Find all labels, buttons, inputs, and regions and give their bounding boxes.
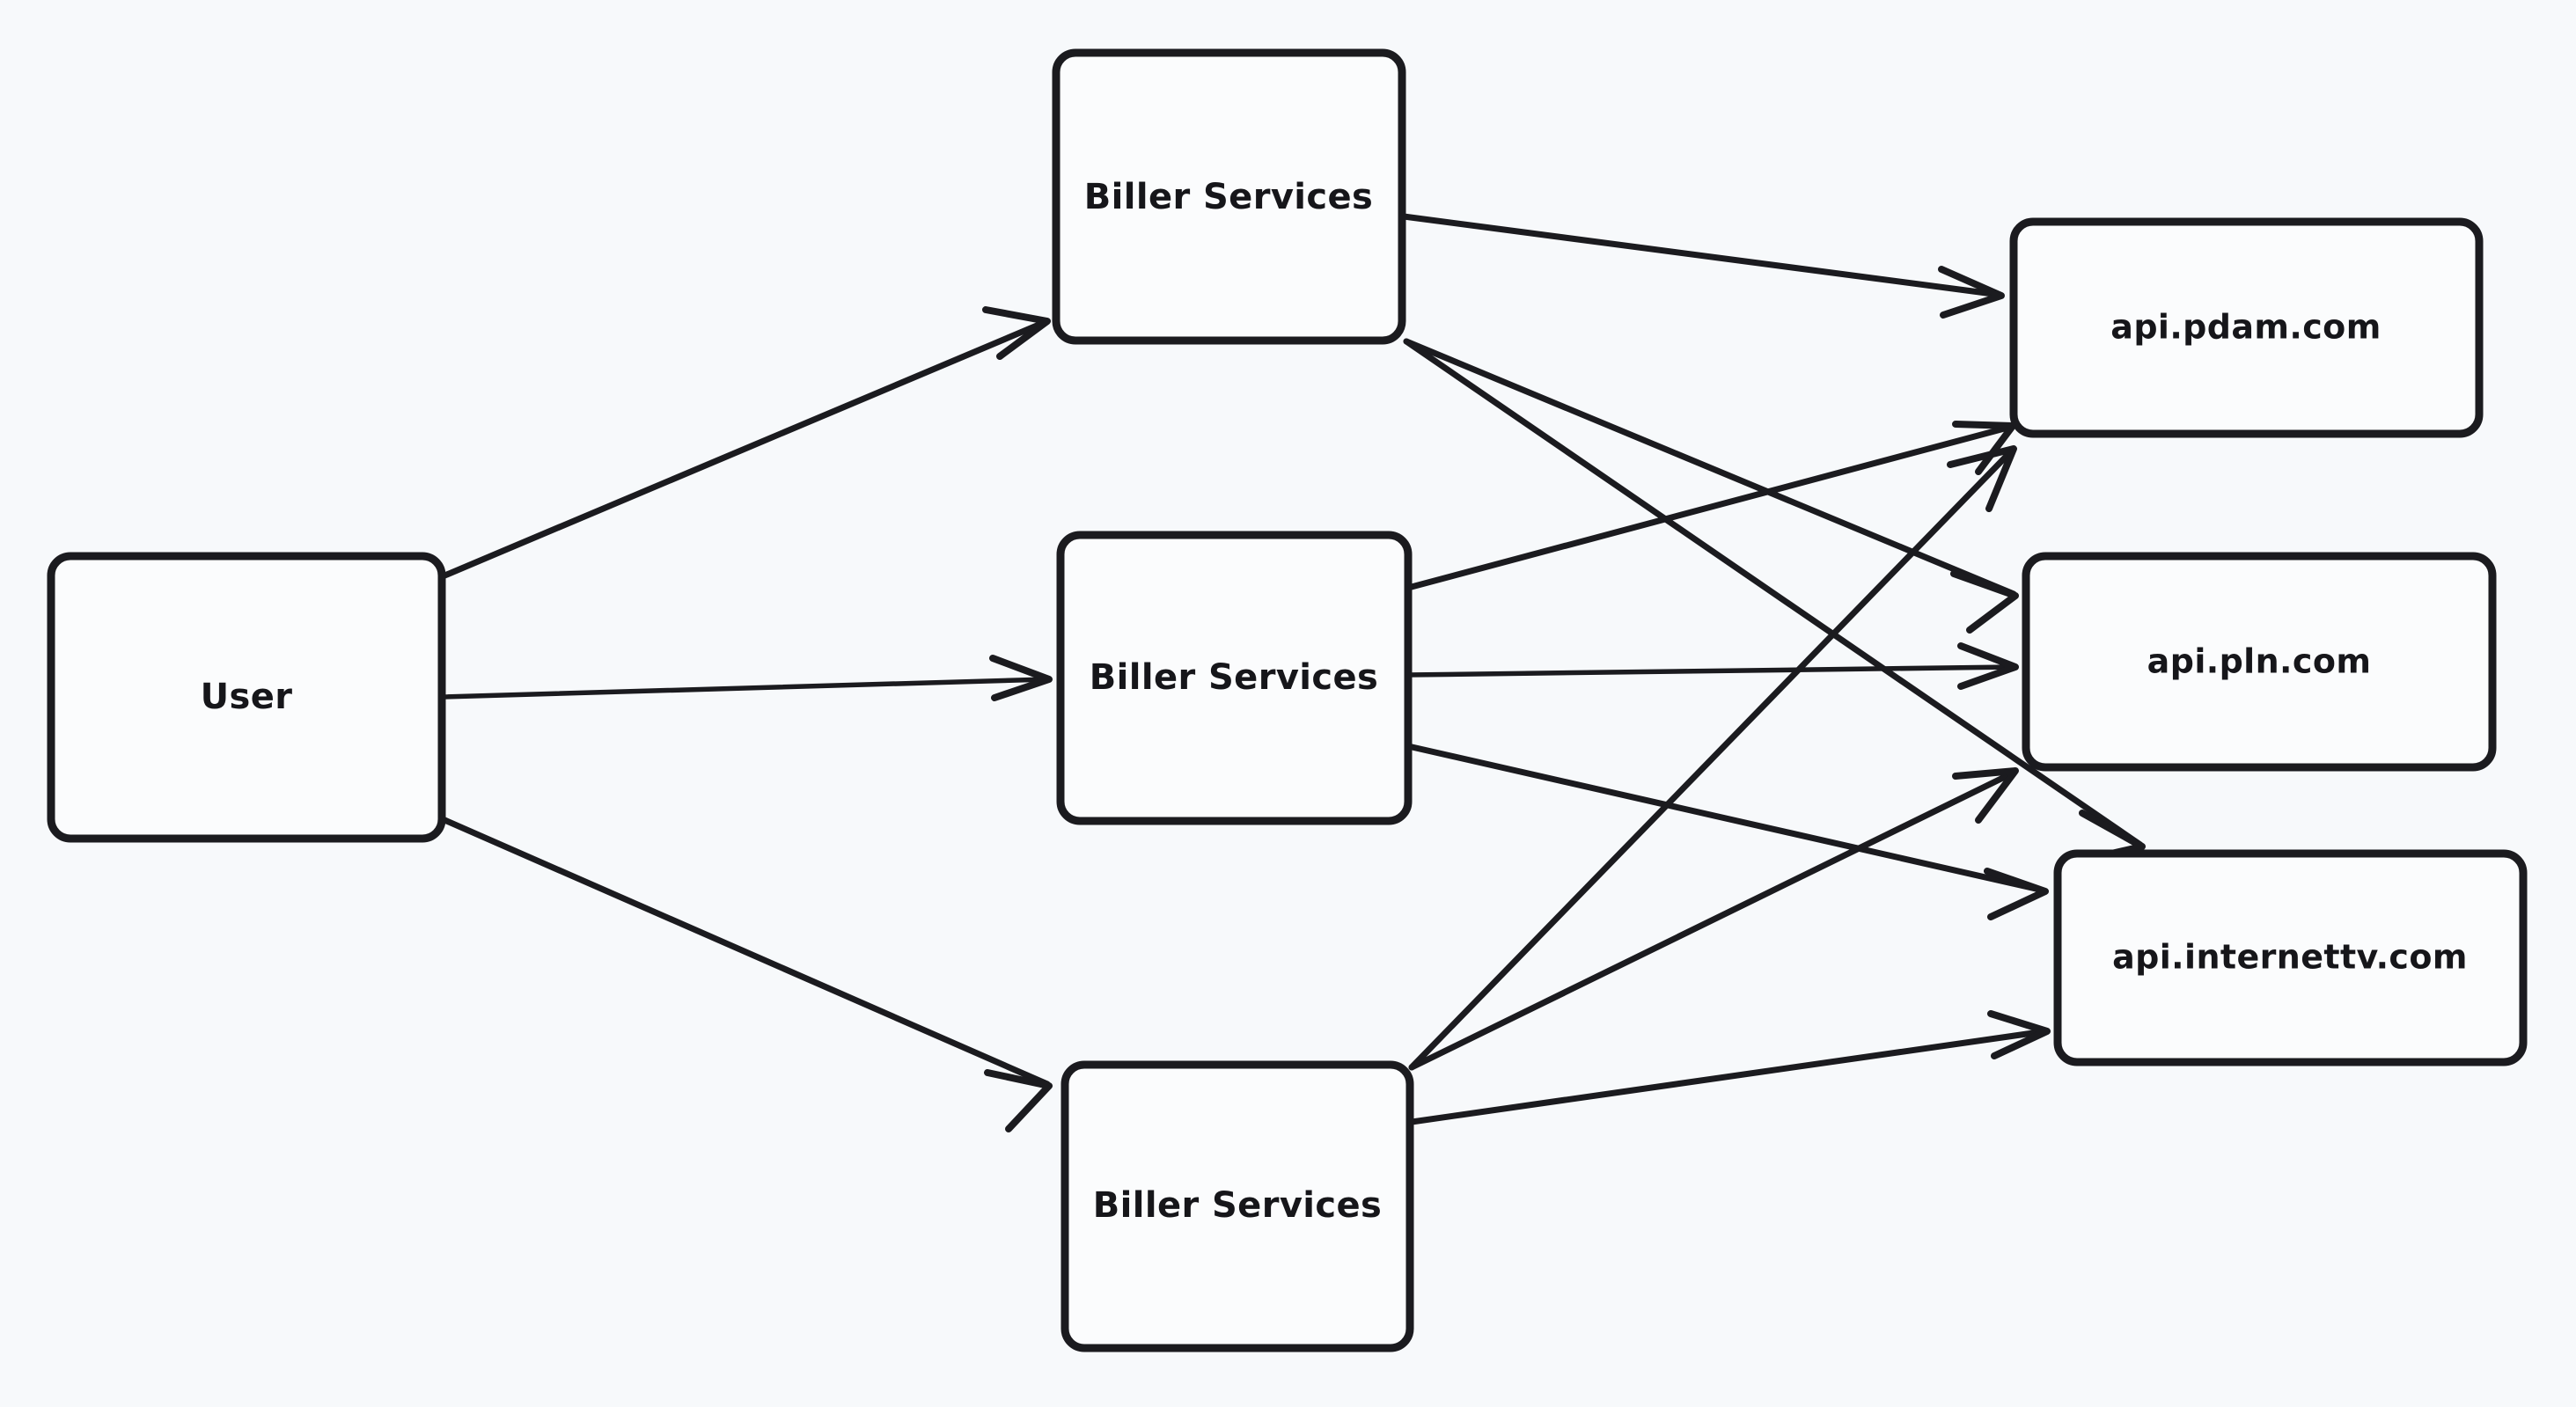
node-biller-services-1-label: Biller Services xyxy=(1084,177,1374,217)
node-biller-services-3-label: Biller Services xyxy=(1093,1185,1383,1226)
edge-biller-2-to-api-pdam xyxy=(1405,421,2016,591)
node-biller-services-3[interactable]: Biller Services xyxy=(1060,1060,1414,1352)
node-user-label: User xyxy=(201,677,293,717)
edge-user-to-biller-2 xyxy=(440,655,1053,701)
edge-biller-2-to-api-internettv xyxy=(1405,743,2049,920)
node-api-internettv[interactable]: api.internettv.com xyxy=(2053,849,2528,1066)
edge-biller-3-to-api-pln xyxy=(1408,767,2019,1071)
node-user[interactable]: User xyxy=(47,552,446,843)
node-biller-services-1[interactable]: Biller Services xyxy=(1052,48,1406,345)
node-api-pln-box[interactable] xyxy=(2022,552,2497,772)
edge-biller-3-to-api-internettv xyxy=(1408,1010,2051,1125)
node-api-pdam[interactable]: api.pdam.com xyxy=(2009,217,2484,438)
edge-biller-1-to-api-pdam xyxy=(1400,213,2005,319)
edge-user-to-biller-1 xyxy=(439,306,1051,580)
node-layer: User Biller Services Biller Services Bil… xyxy=(47,48,2528,1352)
node-api-pdam-label: api.pdam.com xyxy=(2110,308,2381,347)
node-api-internettv-box[interactable] xyxy=(2053,849,2528,1066)
node-api-pdam-box[interactable] xyxy=(2009,217,2484,438)
node-api-pln[interactable]: api.pln.com xyxy=(2022,552,2497,772)
edge-layer xyxy=(439,213,2146,1132)
node-biller-services-2-label: Biller Services xyxy=(1090,657,1379,698)
edge-biller-1-to-api-pln xyxy=(1403,338,2019,634)
node-api-internettv-label: api.internettv.com xyxy=(2112,938,2468,977)
edge-biller-3-to-api-pdam xyxy=(1408,445,2017,1071)
node-biller-services-2-box[interactable] xyxy=(1056,531,1413,825)
edge-biller-2-to-api-pln xyxy=(1405,642,2019,690)
node-biller-services-2[interactable]: Biller Services xyxy=(1056,531,1413,825)
node-user-box[interactable] xyxy=(47,552,446,843)
node-biller-services-3-box[interactable] xyxy=(1060,1060,1414,1352)
node-biller-services-1-box[interactable] xyxy=(1052,48,1406,345)
node-api-pln-label: api.pln.com xyxy=(2147,642,2372,681)
edge-user-to-biller-3 xyxy=(439,816,1053,1132)
